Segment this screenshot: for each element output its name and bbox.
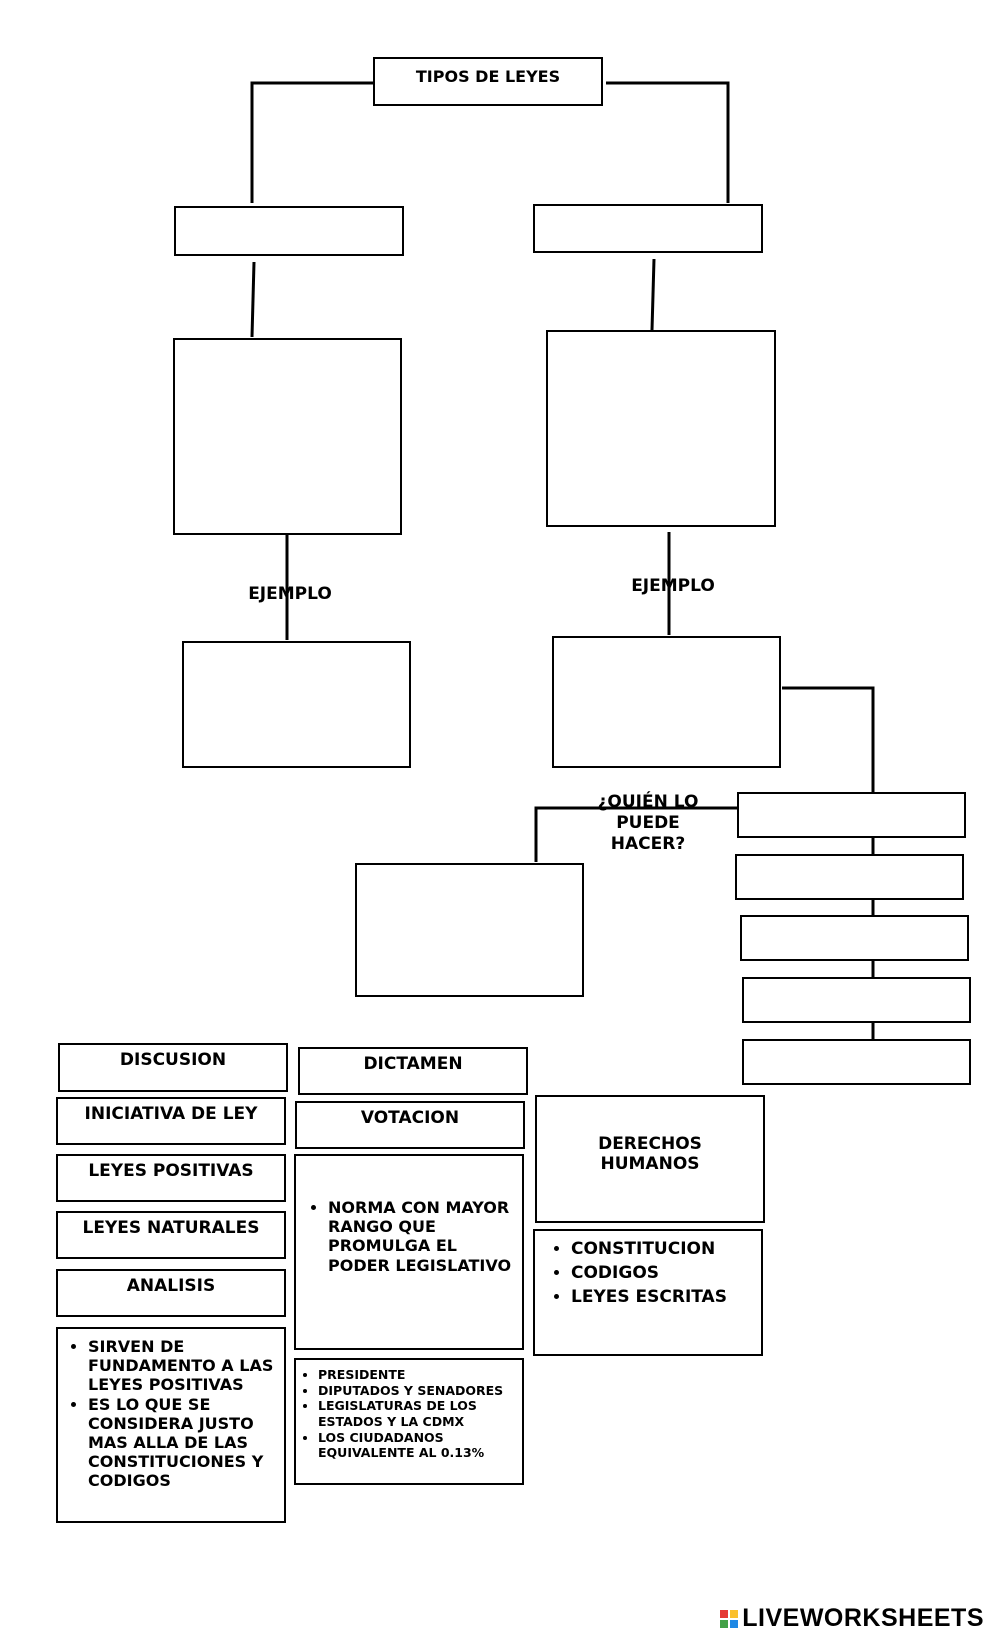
diagram-title: TIPOS DE LEYES xyxy=(415,67,561,86)
card-presidente-list: PRESIDENTE DIPUTADOS Y SENADORES LEGISLA… xyxy=(304,1367,516,1461)
logo-mark-icon xyxy=(720,1609,739,1628)
who-label-line-2: PUEDE xyxy=(616,813,680,833)
answer-box-definition-right[interactable] xyxy=(546,330,776,527)
who-label-line-1: ¿QUIÉN LO xyxy=(597,792,699,812)
card-derechos-humanos-label: DERECHOS HUMANOS xyxy=(598,1134,702,1174)
card-presidente[interactable]: PRESIDENTE DIPUTADOS Y SENADORES LEGISLA… xyxy=(294,1358,524,1485)
answer-box-example-right[interactable] xyxy=(552,636,781,768)
card-constitucion-item: LEYES ESCRITAS xyxy=(571,1285,755,1309)
card-constitucion-list: CONSTITUCION CODIGOS LEYES ESCRITAS xyxy=(549,1237,755,1309)
card-analisis[interactable]: ANALISIS xyxy=(56,1269,286,1317)
example-label-left: EJEMPLO xyxy=(248,584,332,604)
card-presidente-item: DIPUTADOS Y SENADORES xyxy=(318,1383,516,1399)
liveworksheets-logo: LIVEWORKSHEETS xyxy=(720,1604,984,1633)
answer-box-step-3[interactable] xyxy=(740,915,969,961)
card-fundamento[interactable]: SIRVEN DE FUNDAMENTO A LAS LEYES POSITIV… xyxy=(56,1327,286,1523)
card-fundamento-item: ES LO QUE SE CONSIDERA JUSTO MAS ALLA DE… xyxy=(88,1395,278,1491)
answer-box-who[interactable] xyxy=(355,863,584,997)
logo-square xyxy=(730,1609,739,1618)
card-fundamento-list: SIRVEN DE FUNDAMENTO A LAS LEYES POSITIV… xyxy=(66,1337,278,1491)
answer-box-definition-left[interactable] xyxy=(173,338,402,535)
answer-box-type-left[interactable] xyxy=(174,206,404,256)
card-leyes-naturales[interactable]: LEYES NATURALES xyxy=(56,1211,286,1259)
card-leyes-positivas-label: LEYES POSITIVAS xyxy=(88,1161,254,1181)
answer-box-step-1[interactable] xyxy=(737,792,966,838)
card-norma-item: NORMA CON MAYOR RANGO QUE PROMULGA EL PO… xyxy=(328,1198,516,1275)
example-label-right: EJEMPLO xyxy=(631,576,715,596)
card-norma[interactable]: NORMA CON MAYOR RANGO QUE PROMULGA EL PO… xyxy=(294,1154,524,1350)
card-dictamen-label: DICTAMEN xyxy=(363,1054,463,1074)
answer-box-step-5[interactable] xyxy=(742,1039,971,1085)
card-constitucion-item: CODIGOS xyxy=(571,1261,755,1285)
card-fundamento-item: SIRVEN DE FUNDAMENTO A LAS LEYES POSITIV… xyxy=(88,1337,278,1395)
answer-box-step-4[interactable] xyxy=(742,977,971,1023)
card-leyes-naturales-label: LEYES NATURALES xyxy=(82,1218,260,1238)
card-presidente-item: LEGISLATURAS DE LOS ESTADOS Y LA CDMX xyxy=(318,1398,516,1429)
card-iniciativa[interactable]: INICIATIVA DE LEY xyxy=(56,1097,286,1145)
card-derechos-humanos[interactable]: DERECHOS HUMANOS xyxy=(535,1095,765,1223)
card-discusion-label: DISCUSION xyxy=(119,1050,227,1070)
logo-square xyxy=(720,1609,729,1618)
card-constitucion-item: CONSTITUCION xyxy=(571,1237,755,1261)
answer-box-example-left[interactable] xyxy=(182,641,411,768)
card-leyes-positivas[interactable]: LEYES POSITIVAS xyxy=(56,1154,286,1202)
card-dictamen[interactable]: DICTAMEN xyxy=(298,1047,528,1095)
who-label-line-3: HACER? xyxy=(610,834,686,854)
card-constitucion[interactable]: CONSTITUCION CODIGOS LEYES ESCRITAS xyxy=(533,1229,763,1356)
logo-text: LIVEWORKSHEETS xyxy=(742,1604,984,1632)
who-label: ¿QUIÉN LO PUEDE HACER? xyxy=(588,792,708,855)
card-analisis-label: ANALISIS xyxy=(126,1276,216,1296)
logo-square xyxy=(730,1619,739,1628)
answer-box-step-2[interactable] xyxy=(735,854,964,900)
card-votacion[interactable]: VOTACION xyxy=(295,1101,525,1149)
card-presidente-item: PRESIDENTE xyxy=(318,1367,516,1383)
card-votacion-label: VOTACION xyxy=(360,1108,460,1128)
card-discusion[interactable]: DISCUSION xyxy=(58,1043,288,1092)
diagram-title-box: TIPOS DE LEYES xyxy=(373,57,603,106)
answer-box-type-right[interactable] xyxy=(533,204,763,253)
logo-square xyxy=(720,1619,729,1628)
card-presidente-item: LOS CIUDADANOS EQUIVALENTE AL 0.13% xyxy=(318,1430,516,1461)
card-iniciativa-label: INICIATIVA DE LEY xyxy=(84,1104,258,1124)
card-norma-list: NORMA CON MAYOR RANGO QUE PROMULGA EL PO… xyxy=(306,1198,516,1275)
